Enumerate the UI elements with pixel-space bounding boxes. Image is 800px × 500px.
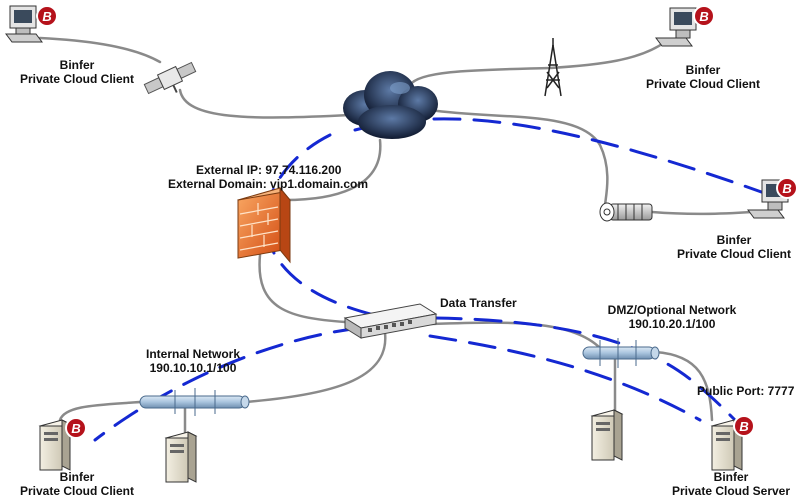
repeater-icon: [599, 202, 653, 222]
internal-network-bus: [139, 388, 250, 416]
cable-firewall-to-switch: [258, 253, 347, 324]
server-b-icon: [590, 409, 624, 461]
client-top-right-computer-icon: [655, 7, 697, 47]
client-name: Binfer: [685, 63, 721, 77]
server-name: Binfer: [713, 470, 749, 484]
cable-switch-to-internal: [243, 331, 387, 404]
client-mid-right-label: Binfer Private Cloud Client: [664, 233, 800, 261]
external-ip-label: External IP: 97.74.116.200: [196, 163, 342, 177]
dmz-network-bus: [582, 338, 660, 368]
binfer-badge-icon: B: [733, 415, 755, 437]
switch-icon: [343, 303, 438, 339]
external-domain-label: External Domain: vip1.domain.com: [168, 177, 369, 191]
radio-tower-icon: [544, 38, 562, 97]
client-role: Private Cloud Client: [19, 484, 135, 498]
dmz-network-label: DMZ/Optional Network 190.10.20.1/100: [592, 303, 752, 331]
cable-internal-to-leftclient: [58, 400, 142, 422]
client-bottom-left-label: Binfer Private Cloud Client: [2, 470, 152, 498]
transfer-switch-to-server-lower: [428, 334, 702, 422]
binfer-badge-icon: B: [693, 5, 715, 27]
client-role: Private Cloud Client: [676, 247, 792, 261]
svg-text:B: B: [739, 419, 748, 434]
server-role: Private Cloud Server: [671, 484, 791, 498]
satellite-icon: [143, 61, 197, 95]
cable-dmz-to-binfer-server: [653, 350, 714, 422]
dmz-network-range: 190.10.20.1/100: [628, 317, 716, 331]
internal-network-range: 190.10.10.1/100: [149, 361, 237, 375]
internet-cloud-icon: [343, 71, 438, 139]
binfer-badge-icon: B: [776, 177, 798, 199]
server-a-icon: [164, 431, 198, 483]
client-name: Binfer: [716, 233, 752, 247]
binfer-badge-icon: B: [65, 417, 87, 439]
client-top-right-label: Binfer Private Cloud Client: [628, 63, 778, 91]
cable-switch-to-dmz: [428, 321, 602, 350]
internal-network-label: Internal Network 190.10.10.1/100: [128, 347, 258, 375]
internal-network-title: Internal Network: [145, 347, 241, 361]
cable-cloud-to-repeater: [428, 108, 609, 207]
client-name: Binfer: [59, 58, 95, 72]
firewall-label: External IP: 97.74.116.200 External Doma…: [168, 163, 368, 191]
cable-client-to-satellite: [38, 36, 162, 64]
cable-repeater-to-client: [650, 210, 754, 216]
client-name: Binfer: [59, 470, 95, 484]
data-transfer-label: Data Transfer: [440, 296, 517, 310]
cable-satellite-to-cloud: [178, 88, 352, 119]
client-top-left-label: Binfer Private Cloud Client: [2, 58, 152, 86]
svg-text:B: B: [71, 421, 80, 436]
dmz-network-title: DMZ/Optional Network: [607, 303, 737, 317]
cable-cloud-to-tower: [408, 40, 667, 87]
transfer-switch-to-leftclient: [93, 326, 362, 442]
svg-text:B: B: [699, 9, 708, 24]
binfer-badge-icon: B: [36, 5, 58, 27]
client-role: Private Cloud Client: [19, 72, 135, 86]
svg-text:B: B: [42, 9, 51, 24]
cable-cloud-to-firewall: [283, 138, 382, 202]
svg-text:B: B: [782, 181, 791, 196]
cables: [38, 36, 754, 434]
server-label: Binfer Private Cloud Server: [662, 470, 800, 498]
transfer-switch-to-server: [433, 316, 737, 422]
public-port-label: Public Port: 7777: [697, 384, 795, 398]
client-top-left-computer-icon: [5, 5, 43, 43]
firewall-icon: [237, 186, 291, 264]
transfer-cloud-to-switch: [264, 133, 397, 322]
client-role: Private Cloud Client: [645, 77, 761, 91]
